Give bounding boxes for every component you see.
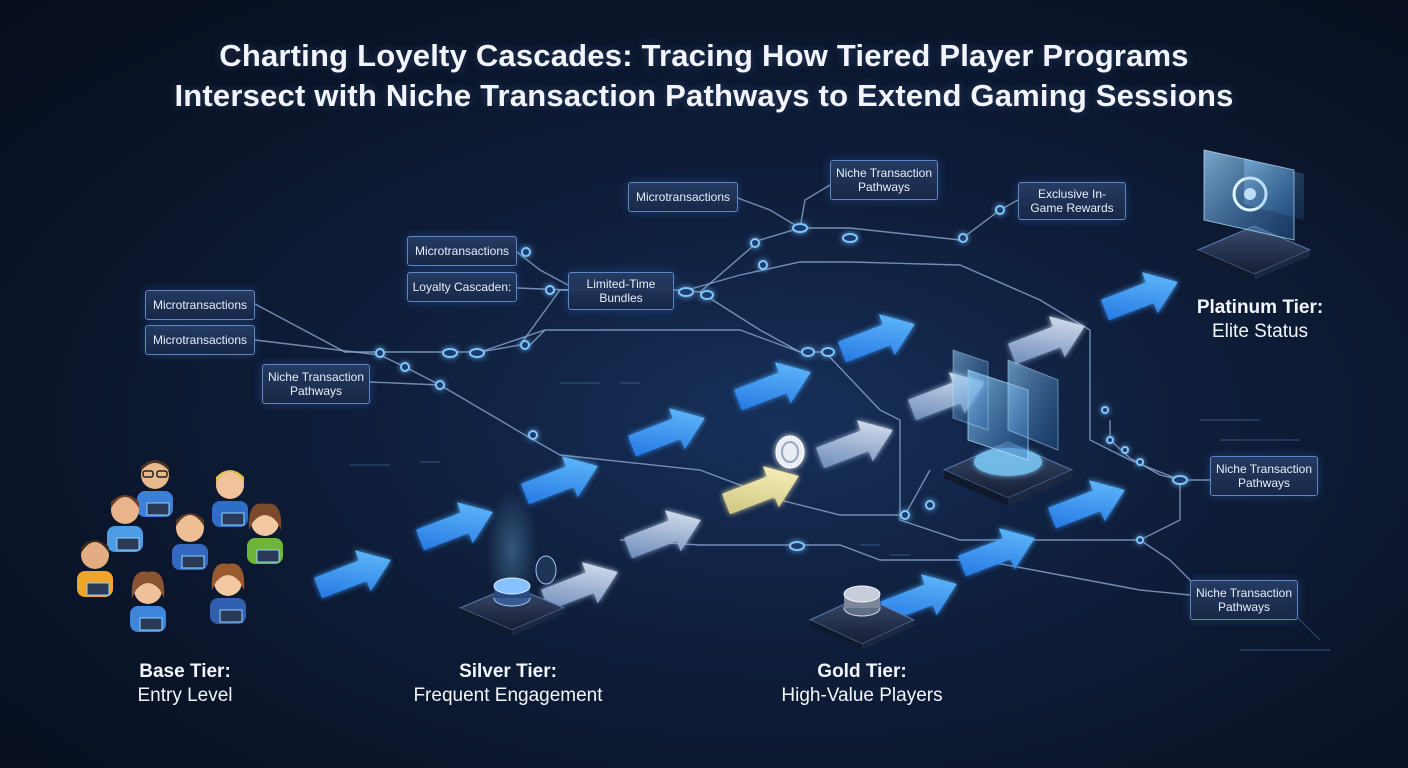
label-limited-time-bundles: Limited-Time Bundles: [568, 272, 674, 310]
node: [759, 261, 767, 269]
node: [1137, 537, 1143, 543]
tier-label-base: Base Tier: Entry Level: [100, 660, 270, 708]
label-niche-transaction-pathways: Niche Transaction Pathways: [1190, 580, 1298, 620]
node: [1107, 437, 1113, 443]
circuit-trace: [860, 545, 910, 555]
connection-lines: [255, 185, 1210, 595]
player-avatar: [210, 564, 246, 624]
progress-arrow: [310, 540, 399, 609]
players-group-icon: [77, 460, 283, 632]
progress-arrow: [954, 518, 1043, 587]
node: [401, 363, 409, 371]
tier-label-silver: Silver Tier: Frequent Engagement: [392, 660, 624, 708]
connector-line: [517, 288, 568, 290]
progress-arrow: [620, 500, 709, 569]
progress-arrow: [812, 410, 901, 479]
node: [376, 349, 384, 357]
node: [521, 341, 529, 349]
holographic-device-icon: [1198, 150, 1310, 280]
label-niche-transaction-pathways: Niche Transaction Pathways: [262, 364, 370, 404]
circuit-trace: [350, 462, 440, 465]
node: [701, 291, 713, 299]
tier-description: Elite Status: [1180, 320, 1340, 344]
label-microtransactions: Microtransactions: [145, 325, 255, 355]
tier-name: Base Tier:: [100, 660, 270, 684]
tier-name: Gold Tier:: [762, 660, 962, 684]
node: [522, 248, 530, 256]
player-avatar: [107, 495, 143, 552]
node: [996, 206, 1004, 214]
connector-line: [517, 252, 568, 285]
node: [443, 349, 457, 357]
node: [1102, 407, 1108, 413]
label-microtransactions: Microtransactions: [407, 236, 517, 266]
node: [679, 288, 693, 296]
connector-line: [620, 540, 1190, 595]
label-loyalty-cascade: Loyalty Cascaden:: [407, 272, 517, 302]
progress-arrow: [624, 398, 713, 467]
node: [822, 348, 834, 356]
connector-line: [800, 185, 830, 228]
node: [926, 501, 934, 509]
connector-line: [370, 382, 440, 385]
progress-arrow: [730, 352, 819, 421]
node: [793, 224, 807, 232]
node: [436, 381, 444, 389]
progress-arrow: [834, 304, 923, 373]
player-avatar: [77, 540, 113, 597]
node: [1137, 459, 1143, 465]
tier-label-gold: Gold Tier: High-Value Players: [762, 660, 962, 708]
progress-arrow: [517, 446, 606, 515]
node: [1173, 476, 1187, 484]
node: [546, 286, 554, 294]
tier-name: Platinum Tier:: [1180, 296, 1340, 320]
holographic-hub-icon: [944, 350, 1072, 506]
node: [751, 239, 759, 247]
tier-description: Entry Level: [100, 684, 270, 708]
player-avatar: [212, 470, 248, 527]
label-microtransactions: Microtransactions: [628, 182, 738, 212]
label-exclusive-in-game-rewards: Exclusive In-Game Rewards: [1018, 182, 1126, 220]
coin-icon: [776, 436, 804, 468]
progress-arrow: [904, 252, 993, 321]
connector-line: [1110, 420, 1180, 480]
node: [843, 234, 857, 242]
player-avatar: [130, 572, 166, 632]
player-avatar: [247, 504, 283, 564]
tier-description: Frequent Engagement: [392, 684, 624, 708]
node: [802, 348, 814, 356]
circuit-trace: [1200, 420, 1300, 440]
node: [529, 431, 537, 439]
node: [470, 349, 484, 357]
label-niche-transaction-pathways: Niche Transaction Pathways: [830, 160, 938, 200]
player-avatar: [172, 513, 208, 570]
tier-label-platinum: Platinum Tier: Elite Status: [1180, 296, 1340, 344]
node: [959, 234, 967, 242]
label-microtransactions: Microtransactions: [145, 290, 255, 320]
tier-name: Silver Tier:: [392, 660, 624, 684]
progress-arrow: [1097, 262, 1186, 331]
player-avatar: [137, 460, 173, 517]
node: [901, 511, 909, 519]
tier-description: High-Value Players: [762, 684, 962, 708]
label-niche-transaction-pathways: Niche Transaction Pathways: [1210, 456, 1318, 496]
connector-line: [735, 197, 800, 228]
node: [790, 542, 804, 550]
node: [1122, 447, 1128, 453]
